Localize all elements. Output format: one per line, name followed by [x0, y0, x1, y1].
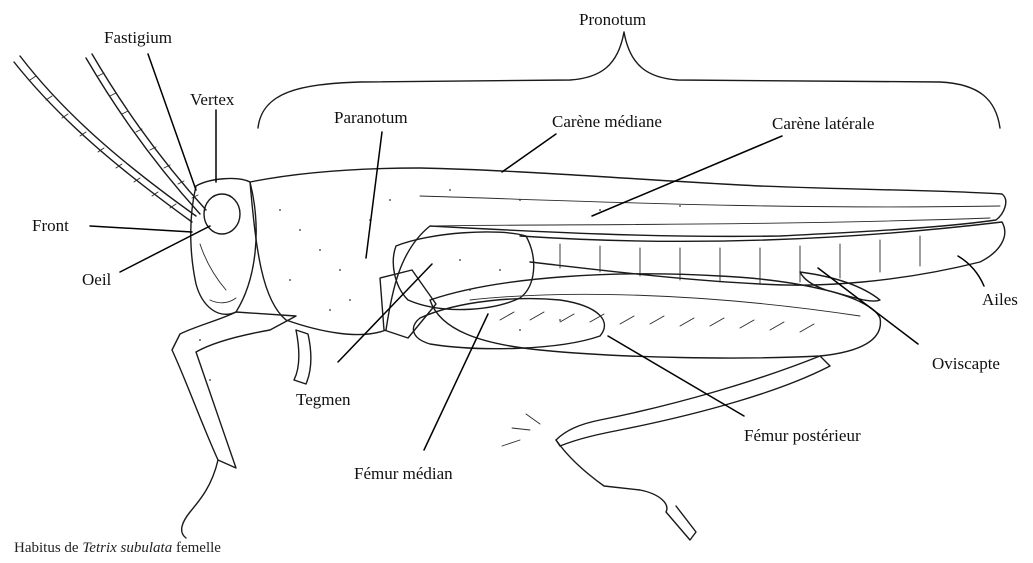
label-carene-laterale: Carène latérale: [772, 114, 874, 134]
leader-tegmen: [338, 264, 432, 362]
pronotum-body: [250, 168, 1006, 338]
label-oviscapte: Oviscapte: [932, 354, 1000, 374]
label-fastigium: Fastigium: [104, 28, 172, 48]
front-leg: [172, 312, 296, 468]
label-femur-posterieur: Fémur postérieur: [744, 426, 861, 446]
middle-leg: [294, 330, 311, 384]
caption: Habitus de Tetrix subulata femelle: [14, 540, 221, 557]
label-ailes: Ailes: [982, 290, 1018, 310]
leader-paranotum: [366, 132, 382, 258]
compound-eye: [204, 194, 240, 234]
caption-species: Tetrix subulata: [82, 540, 172, 556]
label-oeil: Oeil: [82, 270, 111, 290]
median-femur: [413, 299, 604, 349]
label-carene-mediane: Carène médiane: [552, 112, 662, 132]
leader-front: [90, 226, 192, 232]
label-vertex: Vertex: [190, 90, 234, 110]
leader-ailes: [958, 256, 984, 286]
caption-prefix: Habitus de: [14, 540, 82, 556]
label-pronotum: Pronotum: [579, 10, 646, 30]
label-front: Front: [32, 216, 69, 236]
caption-suffix: femelle: [172, 540, 221, 556]
leader-femur-median: [424, 314, 488, 450]
leader-femur-posterieur: [608, 336, 744, 416]
leader-oeil: [120, 226, 210, 272]
leader-carene-mediane: [502, 134, 556, 172]
label-tegmen: Tegmen: [296, 390, 351, 410]
label-femur-median: Fémur médian: [354, 464, 453, 484]
leader-oviscapte: [818, 268, 918, 344]
posterior-femur: [430, 274, 880, 358]
head: [191, 179, 256, 315]
stippling: [199, 189, 681, 381]
label-paranotum: Paranotum: [334, 108, 408, 128]
